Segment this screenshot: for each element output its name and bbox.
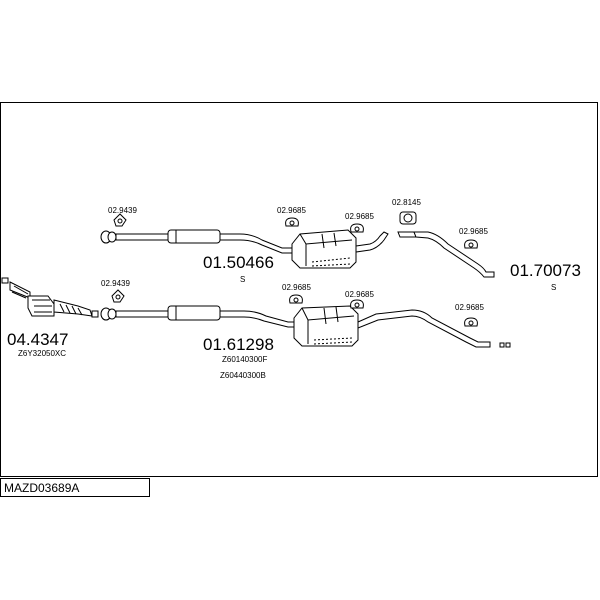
upper-rear-part-number: 01.70073 bbox=[510, 261, 581, 280]
upper-muffler bbox=[291, 229, 357, 269]
upper-clamp-label: 02.9439 bbox=[108, 206, 137, 215]
upper-flange-ring-2 bbox=[107, 231, 117, 243]
catalyst-converter bbox=[1, 277, 93, 317]
lower-hanger-right bbox=[350, 299, 364, 309]
upper-rear-part-suffix: S bbox=[551, 283, 556, 292]
lower-ref-1: Z60140300F bbox=[222, 355, 267, 364]
diagram-code: MAZD03689A bbox=[4, 481, 80, 495]
lower-hanger-mid-label: 02.9685 bbox=[282, 283, 311, 292]
lower-mid-pipe bbox=[219, 310, 297, 328]
upper-hanger-mid-label: 02.9685 bbox=[277, 206, 306, 215]
upper-front-pipe bbox=[115, 233, 169, 241]
upper-front-part-number: 01.50466 bbox=[203, 253, 274, 272]
upper-clamp bbox=[113, 213, 127, 227]
lower-flange-small bbox=[91, 310, 99, 318]
upper-hanger-tail-label: 02.9685 bbox=[459, 227, 488, 236]
lower-clamp bbox=[111, 289, 125, 303]
lower-tail-end-1 bbox=[499, 342, 505, 348]
diagram-frame bbox=[0, 102, 598, 477]
lower-main-part-number: 01.61298 bbox=[203, 335, 274, 354]
lower-muffler bbox=[293, 305, 359, 347]
lower-ref-2: Z60440300B bbox=[220, 371, 266, 380]
upper-hanger-right-label: 02.9685 bbox=[345, 212, 374, 221]
lower-exhaust-assembly bbox=[1, 277, 511, 348]
lower-clamp-label: 02.9439 bbox=[101, 279, 130, 288]
lower-rear-pipe bbox=[357, 309, 491, 348]
upper-hanger-tail bbox=[464, 239, 478, 249]
lower-hanger-right-label: 02.9685 bbox=[345, 290, 374, 299]
upper-mid-pipe bbox=[219, 233, 295, 254]
upper-rear-connector bbox=[397, 231, 417, 238]
upper-front-part-suffix: S bbox=[240, 275, 245, 284]
upper-exhaust-assembly bbox=[100, 229, 495, 278]
upper-hanger-right bbox=[350, 223, 364, 233]
upper-rear-pipe bbox=[413, 231, 495, 278]
lower-hanger-tail bbox=[464, 317, 478, 327]
upper-gasket-label: 02.8145 bbox=[392, 198, 421, 207]
catalyst-ref: Z6Y32050XC bbox=[18, 349, 66, 358]
catalyst-part-number: 04.4347 bbox=[7, 330, 68, 349]
upper-gasket bbox=[399, 211, 417, 225]
lower-tail-end-2 bbox=[505, 342, 511, 348]
lower-hanger-mid bbox=[289, 294, 303, 304]
lower-flange-ring-2 bbox=[107, 308, 117, 320]
upper-hanger-mid bbox=[285, 217, 299, 227]
upper-muffler-outlet bbox=[355, 231, 389, 253]
lower-hanger-tail-label: 02.9685 bbox=[455, 303, 484, 312]
lower-front-pipe bbox=[115, 310, 169, 318]
diagram-code-box: MAZD03689A bbox=[0, 478, 150, 497]
